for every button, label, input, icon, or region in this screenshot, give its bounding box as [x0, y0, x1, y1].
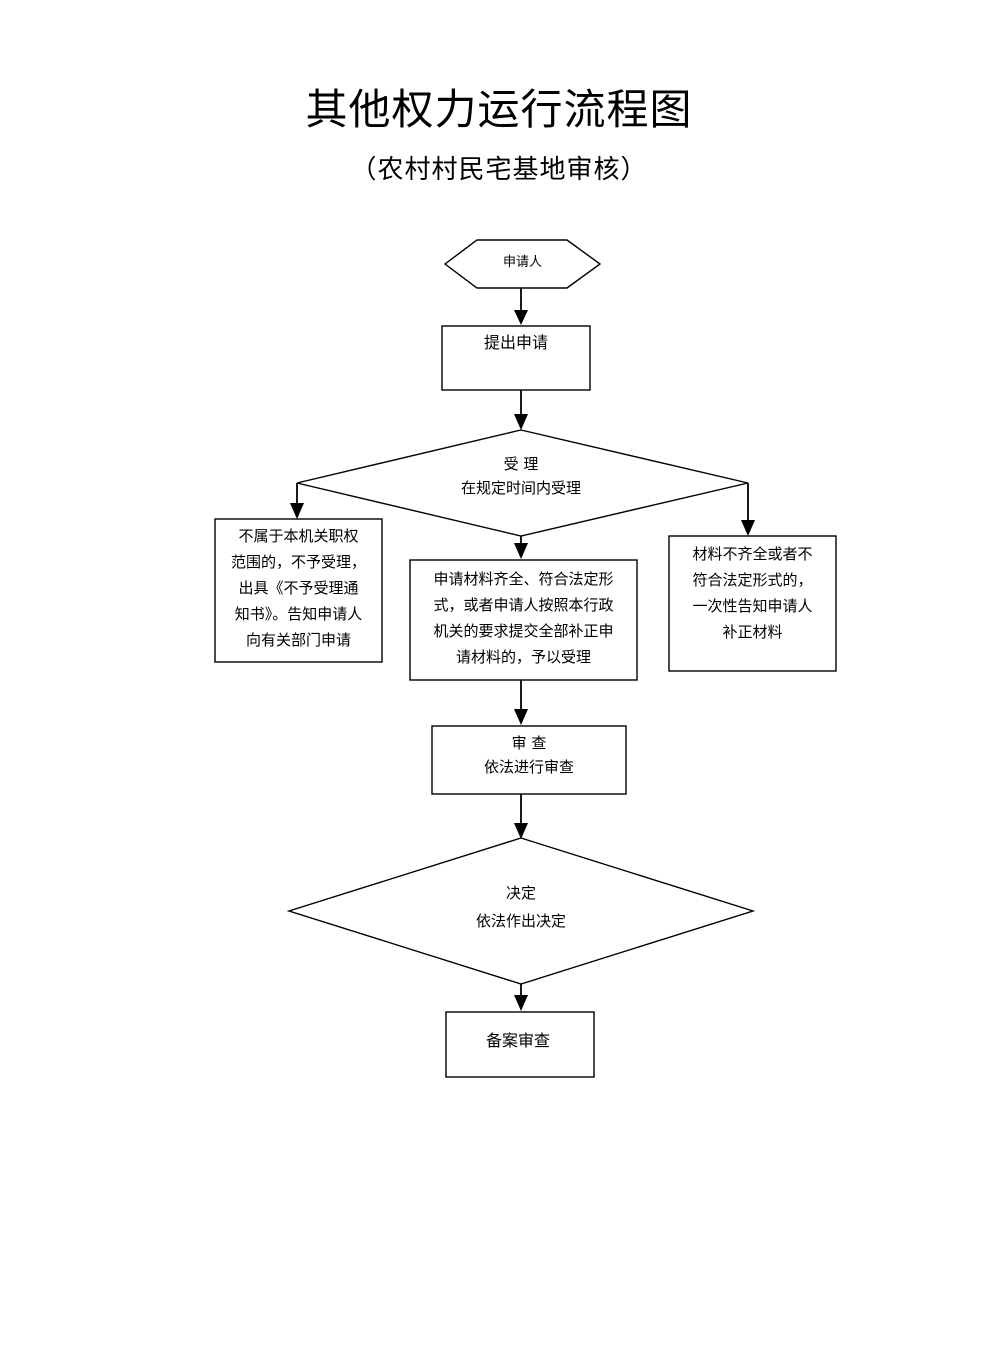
node-accept-complete-shape	[409, 559, 638, 681]
node-record-filing-review-shape	[445, 1011, 595, 1078]
arrowhead-decision-to-record-filing	[514, 995, 528, 1011]
node-submit-application-shape	[441, 325, 591, 391]
node-decision-shape	[286, 837, 756, 985]
page-subtitle: （农村村民宅基地审核）	[350, 155, 648, 185]
page-title: 其他权力运行流程图	[305, 85, 693, 134]
arrowhead-acceptance-to-accept-complete	[514, 543, 528, 559]
node-applicant-shape	[443, 239, 602, 289]
node-review-shape	[431, 725, 627, 795]
arrowhead-accept-complete-to-review	[514, 709, 528, 725]
node-out-of-scope-shape	[214, 518, 383, 663]
arrowhead-acceptance-to-incomplete	[741, 520, 755, 536]
node-incomplete-materials-shape	[668, 535, 837, 672]
arrowhead-review-to-decision	[514, 823, 528, 839]
arrowhead-submit-to-acceptance	[514, 414, 528, 430]
arrowhead-acceptance-to-out-of-scope	[290, 503, 304, 519]
arrowhead-applicant-to-submit	[514, 310, 528, 325]
